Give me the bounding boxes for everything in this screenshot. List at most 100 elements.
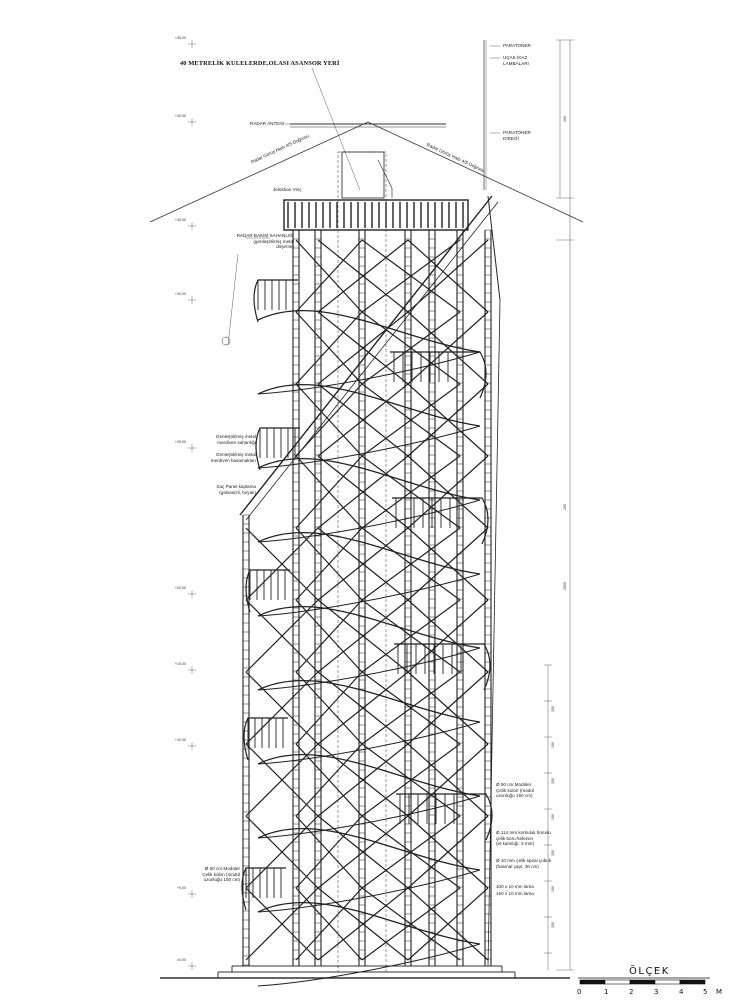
cross-brace	[295, 815, 363, 889]
cross-brace	[295, 455, 363, 529]
radar-maintenance-platform	[283, 199, 469, 231]
cross-brace	[245, 887, 319, 961]
label-column-right: Ø 50 cm Modüler Çelik kolon (modül uzunl…	[496, 782, 534, 799]
cross-brace	[317, 527, 409, 601]
cross-brace	[407, 239, 489, 313]
dimension-label: 3500	[563, 582, 567, 590]
cross-brace	[361, 887, 461, 961]
elevation-label: +45.00	[174, 36, 186, 40]
sheet-panel-edge	[245, 201, 499, 521]
scale-segment	[604, 979, 631, 985]
dimension-label: 400	[563, 116, 567, 122]
crane-arm	[377, 159, 393, 198]
label-radar-maintenance: RADAR BAKIM SAHANLIĞI (genleştirilmiş me…	[236, 233, 294, 250]
cross-brace	[407, 527, 489, 601]
cross-brace	[245, 599, 319, 673]
scale-tick-label: 0	[577, 988, 582, 996]
cross-brace	[295, 671, 363, 745]
spiral-handrail	[257, 828, 481, 871]
cross-brace	[317, 239, 409, 313]
cross-brace	[317, 383, 409, 457]
label-helix-pipe: Ø 114 mm korkuluk borusu çelik boru hele…	[496, 830, 551, 847]
cross-brace	[245, 671, 319, 745]
radar-sight-line-right	[367, 121, 584, 223]
cross-brace	[295, 599, 363, 673]
dimension-label: 150	[551, 778, 555, 784]
scale-title: ÖLÇEK	[629, 966, 670, 977]
elevation-label: +15.00	[174, 662, 186, 666]
cross-brace	[361, 743, 461, 817]
dimension-label: 150	[551, 814, 555, 820]
dimension-label: 150	[551, 850, 555, 856]
cross-brace	[295, 383, 363, 457]
cross-brace	[407, 887, 489, 961]
scale-segment	[654, 979, 681, 985]
spiral-handrail	[257, 310, 481, 353]
elevation-label: +20.00	[174, 586, 186, 590]
cross-brace	[361, 455, 461, 529]
scale-tick-label: 3	[654, 988, 659, 996]
stair-landing	[396, 793, 493, 841]
elevation-ticks	[188, 40, 196, 970]
spiral-handrail	[257, 721, 481, 765]
radar-sight-line-left	[149, 121, 369, 223]
scale-tick-label: 2	[629, 988, 634, 996]
label-aircraft-warning-lights: UÇAK İKAZ LAMBALARI	[503, 55, 529, 66]
cross-brace	[361, 671, 461, 745]
stair-landing	[394, 643, 491, 691]
spiral-handrail	[257, 754, 481, 797]
cross-brace	[361, 311, 461, 385]
dimension-label: 150	[551, 922, 555, 928]
cross-brace	[407, 599, 489, 673]
cross-brace	[361, 383, 461, 457]
scale-tick-label: 4	[679, 988, 684, 996]
stair-landing	[253, 279, 298, 323]
elevation-label: +35.00	[174, 218, 186, 222]
scale-tick-label: 5	[703, 988, 708, 996]
label-landing: Genleştirilmiş metal merdiven sahanlığı	[215, 434, 256, 445]
spiral-handrail	[257, 458, 481, 501]
label-paratoner: PARATONER	[503, 43, 531, 48]
cross-brace	[245, 743, 319, 817]
stair-landing	[390, 351, 487, 399]
sheet-panel-edge	[239, 195, 493, 516]
tower-structure	[239, 151, 501, 987]
label-crane: Jeloshan Vinç	[273, 187, 302, 192]
scale-unit: M	[716, 988, 723, 996]
scale-segment	[679, 979, 706, 985]
cross-brace	[295, 311, 363, 385]
cross-brace	[317, 671, 409, 745]
cross-brace	[317, 887, 409, 961]
elevation-label: +10.00	[174, 738, 186, 742]
spiral-handrail	[257, 647, 481, 691]
elevation-label: ±0.00	[177, 958, 186, 962]
spiral-handrail	[257, 680, 481, 723]
cross-brace	[317, 311, 409, 385]
dimension-label: 150	[551, 742, 555, 748]
dimension-ticks	[544, 39, 574, 971]
cross-brace	[407, 671, 489, 745]
elevation-label: +5.00	[176, 886, 186, 890]
label-sheet-panel: Saç Panel kaplama (galvanizli, boyalı)	[216, 484, 256, 495]
cross-brace	[245, 815, 319, 889]
cross-brace	[361, 599, 461, 673]
cross-brace	[361, 527, 461, 601]
spiral-handrail	[257, 869, 481, 913]
dimension-label: 250	[563, 504, 567, 510]
spiral-handrail	[257, 943, 481, 987]
label-column-left: Ø 50 cm Modüler Çelik kolon (modül uzunl…	[202, 866, 240, 883]
cross-brace	[295, 239, 363, 313]
top-cabin	[341, 151, 385, 199]
spiral-handrail	[257, 606, 481, 649]
spiral-handrail	[257, 425, 481, 469]
cross-brace	[407, 383, 489, 457]
label-flat-bar-150: 150 x 10 mm lama	[496, 891, 534, 896]
cross-brace	[361, 815, 461, 889]
scale-segment	[629, 979, 656, 985]
cross-brace	[361, 239, 461, 313]
scale-bar	[578, 977, 710, 985]
scale-tick-label: 1	[604, 988, 609, 996]
cross-brace	[317, 455, 409, 529]
spiral-handrail	[257, 532, 481, 575]
